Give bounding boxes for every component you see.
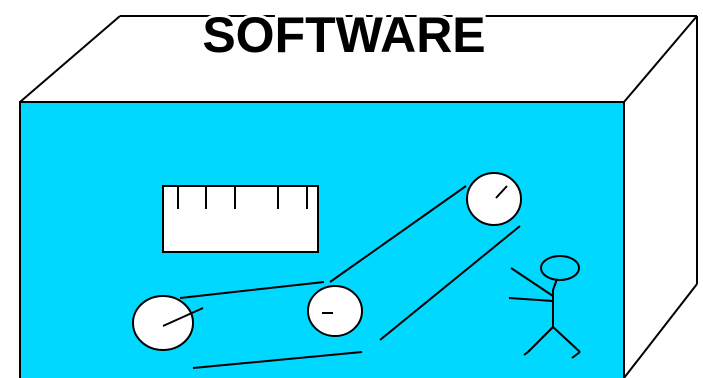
top-right-dial (466, 172, 522, 226)
figure-arm (508, 297, 554, 302)
box-bottom-right-diagonal (623, 283, 698, 378)
diagram-title: SOFTWARE (202, 7, 485, 63)
figure-arm (510, 267, 554, 297)
belt-line (379, 225, 521, 341)
belt-lines (179, 185, 521, 369)
dial-needle (162, 307, 204, 327)
dial-face (307, 285, 363, 337)
stick-figure-person (508, 255, 581, 359)
left-dial (132, 295, 204, 351)
center-dial (307, 285, 363, 337)
dial-needle (495, 185, 508, 199)
ruler-gauge (162, 185, 319, 253)
figure-head (540, 255, 580, 281)
figure-leg (527, 326, 554, 353)
belt-line (179, 281, 325, 299)
box-outline (19, 15, 698, 378)
belt-line (329, 185, 467, 283)
box-top-right-diagonal (623, 15, 698, 103)
figure-foot (571, 351, 581, 359)
box-front-face (19, 101, 625, 378)
figure-neck (552, 278, 558, 291)
box-top-left-diagonal (19, 15, 121, 103)
figure-foot (523, 351, 529, 356)
dial-face (132, 295, 194, 351)
belt-line (192, 351, 363, 369)
figure-leg (552, 326, 581, 353)
ruler-body (162, 185, 319, 253)
dial-face (466, 172, 522, 226)
